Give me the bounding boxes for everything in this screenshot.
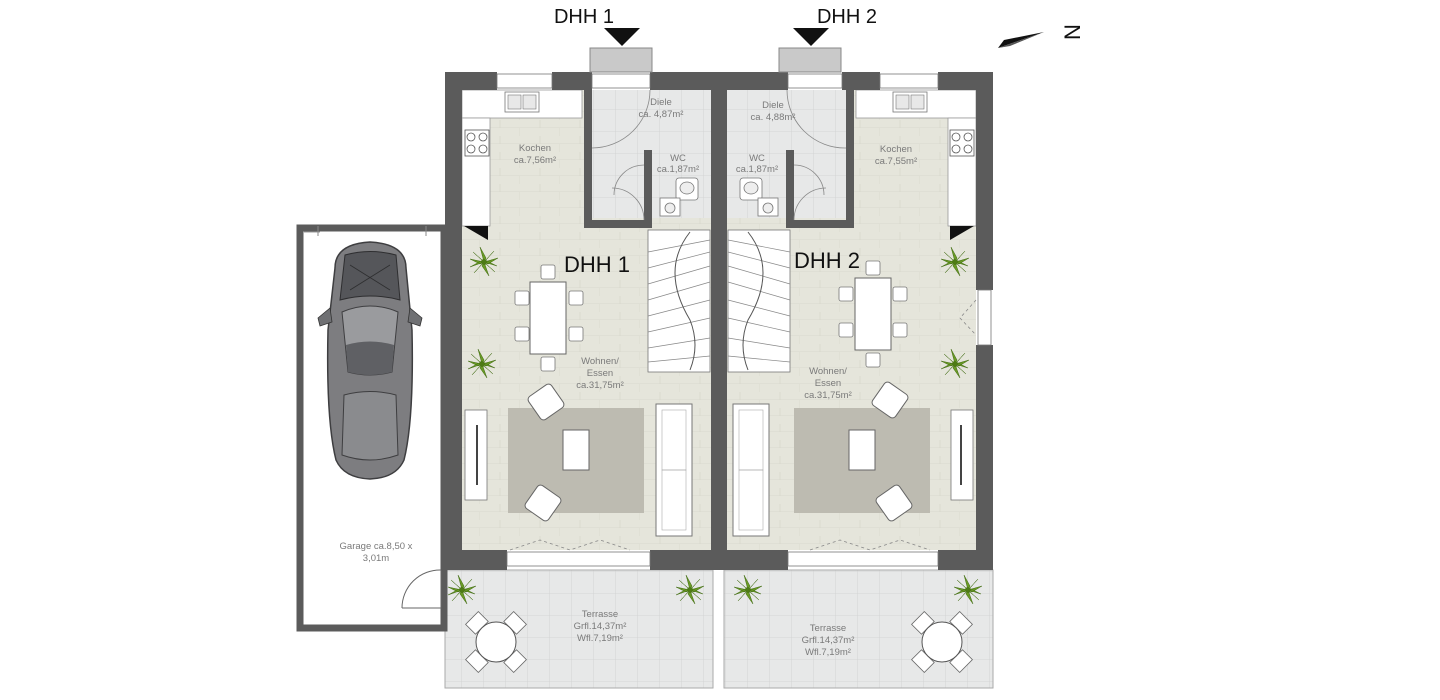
room-wfl-terrasse2: Wfl.7,19m² <box>805 647 851 658</box>
entry-arrow-icon-dhh2 <box>793 28 829 46</box>
room-area-wohnen2: ca.31,75m² <box>804 390 852 401</box>
room-name-diele1: Diele <box>650 97 672 108</box>
room-name-terrasse2: Terrasse <box>810 623 846 634</box>
room-name-terrasse1: Terrasse <box>582 609 618 620</box>
room-area-wc1: ca.1,87m² <box>657 164 699 175</box>
room-area-diele1: ca. 4,87m² <box>639 109 684 120</box>
dining-table-dhh2 <box>838 260 908 368</box>
room-name-diele2: Diele <box>762 100 784 111</box>
sink-icon <box>504 91 540 113</box>
room-area-wohnen1: ca.31,75m² <box>576 380 624 391</box>
staircase-dhh2 <box>727 229 791 373</box>
toilet-icon <box>739 177 779 217</box>
doors <box>509 89 977 551</box>
room-area-kochen1: ca.7,56m² <box>514 155 556 166</box>
car-icon <box>317 241 423 480</box>
room-area-wc2: ca.1,87m² <box>736 164 778 175</box>
room-name-wohnen2-line1: Wohnen/ <box>809 366 847 377</box>
room-name-wc2: WC <box>749 153 765 164</box>
house-label-dhh1: DHH 1 <box>564 252 630 277</box>
north-arrow-icon <box>998 32 1044 48</box>
room-area-kochen2: ca.7,55m² <box>875 156 917 167</box>
north-label: N <box>1060 24 1085 40</box>
room-grfl-terrasse2: Grfl.14,37m² <box>802 635 855 646</box>
entry-canopy-dhh2 <box>778 47 842 73</box>
fridge-icon <box>464 226 488 240</box>
room-grfl-terrasse1: Grfl.14,37m² <box>574 621 627 632</box>
room-name-garage-line2: 3,01m <box>363 553 389 564</box>
entrance-label-dhh2: DHH 2 <box>817 6 877 28</box>
terrace-table-dhh1 <box>465 611 527 673</box>
windows <box>496 73 992 567</box>
fridge-icon <box>950 226 974 240</box>
entrance-label-dhh1: DHH 1 <box>554 6 614 28</box>
walls <box>445 72 993 570</box>
room-name-kochen2: Kochen <box>880 144 912 155</box>
sink-icon <box>892 91 928 113</box>
entry-arrow-icon-dhh1 <box>604 28 640 46</box>
room-wfl-terrasse1: Wfl.7,19m² <box>577 633 623 644</box>
room-name-garage-line1: Garage ca.8,50 x <box>340 541 413 552</box>
terrace-table-dhh2 <box>911 611 973 673</box>
staircase-dhh1 <box>647 229 711 373</box>
room-area-diele2: ca. 4,88m² <box>751 112 796 123</box>
room-name-wc1: WC <box>670 153 686 164</box>
room-name-kochen1: Kochen <box>519 143 551 154</box>
dining-table-dhh1 <box>514 264 584 372</box>
room-name-wohnen1-line2: Essen <box>587 368 613 379</box>
room-name-wohnen2-line2: Essen <box>815 378 841 389</box>
house-label-dhh2: DHH 2 <box>794 248 860 273</box>
room-name-wohnen1-line1: Wohnen/ <box>581 356 619 367</box>
stove-icon <box>949 129 975 157</box>
stove-icon <box>464 129 490 157</box>
toilet-icon <box>659 177 699 217</box>
living-area-dhh2 <box>732 381 974 537</box>
entry-canopy-dhh1 <box>589 47 653 73</box>
living-area-dhh1 <box>464 383 693 537</box>
